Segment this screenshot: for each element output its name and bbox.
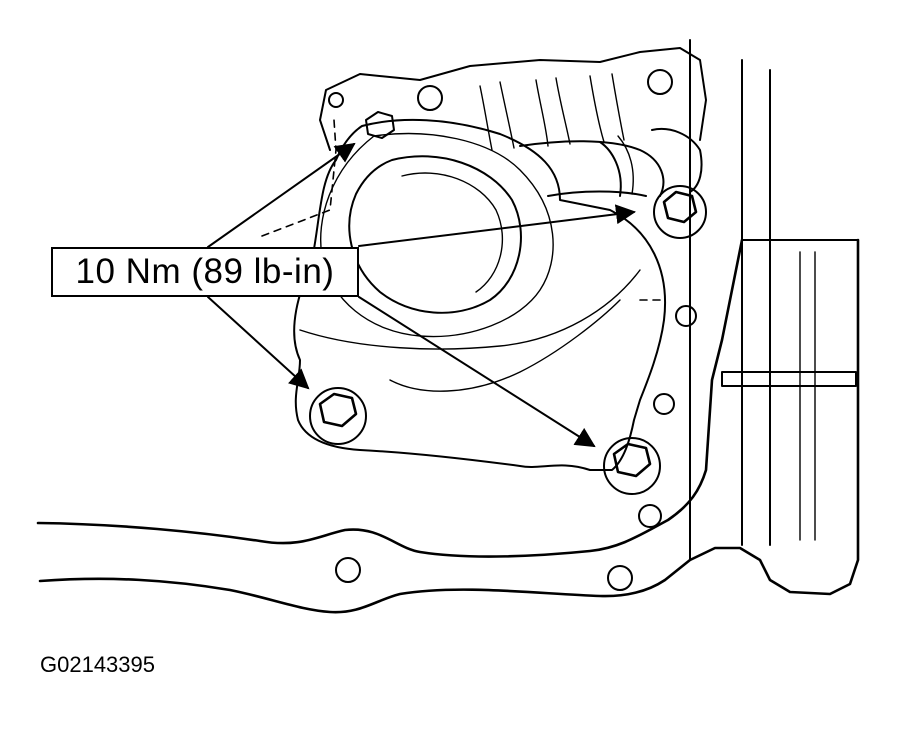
bolt-lower-left: [309, 387, 367, 445]
upper-casting: [319, 47, 707, 193]
side-boss: [519, 135, 665, 197]
bolt-upper-right: [653, 185, 707, 239]
pump-cover: [261, 118, 697, 471]
leader-arrow-lower-left: [207, 296, 310, 390]
housing-flange: [36, 238, 860, 614]
bolt-upper-left: [365, 111, 395, 139]
leader-arrow-upper-right: [358, 204, 636, 247]
leader-arrow-lower-right: [358, 296, 596, 448]
figure-id-label: G02143395: [40, 652, 155, 677]
callout-leaders: [207, 142, 636, 448]
torque-callout-box: 10 Nm (89 lb-in): [51, 247, 359, 297]
leader-arrow-upper-left: [207, 142, 356, 248]
right-case-rib: [689, 39, 859, 561]
bolt-lower-right: [603, 437, 661, 495]
torque-spec-label: 10 Nm (89 lb-in): [75, 252, 335, 291]
